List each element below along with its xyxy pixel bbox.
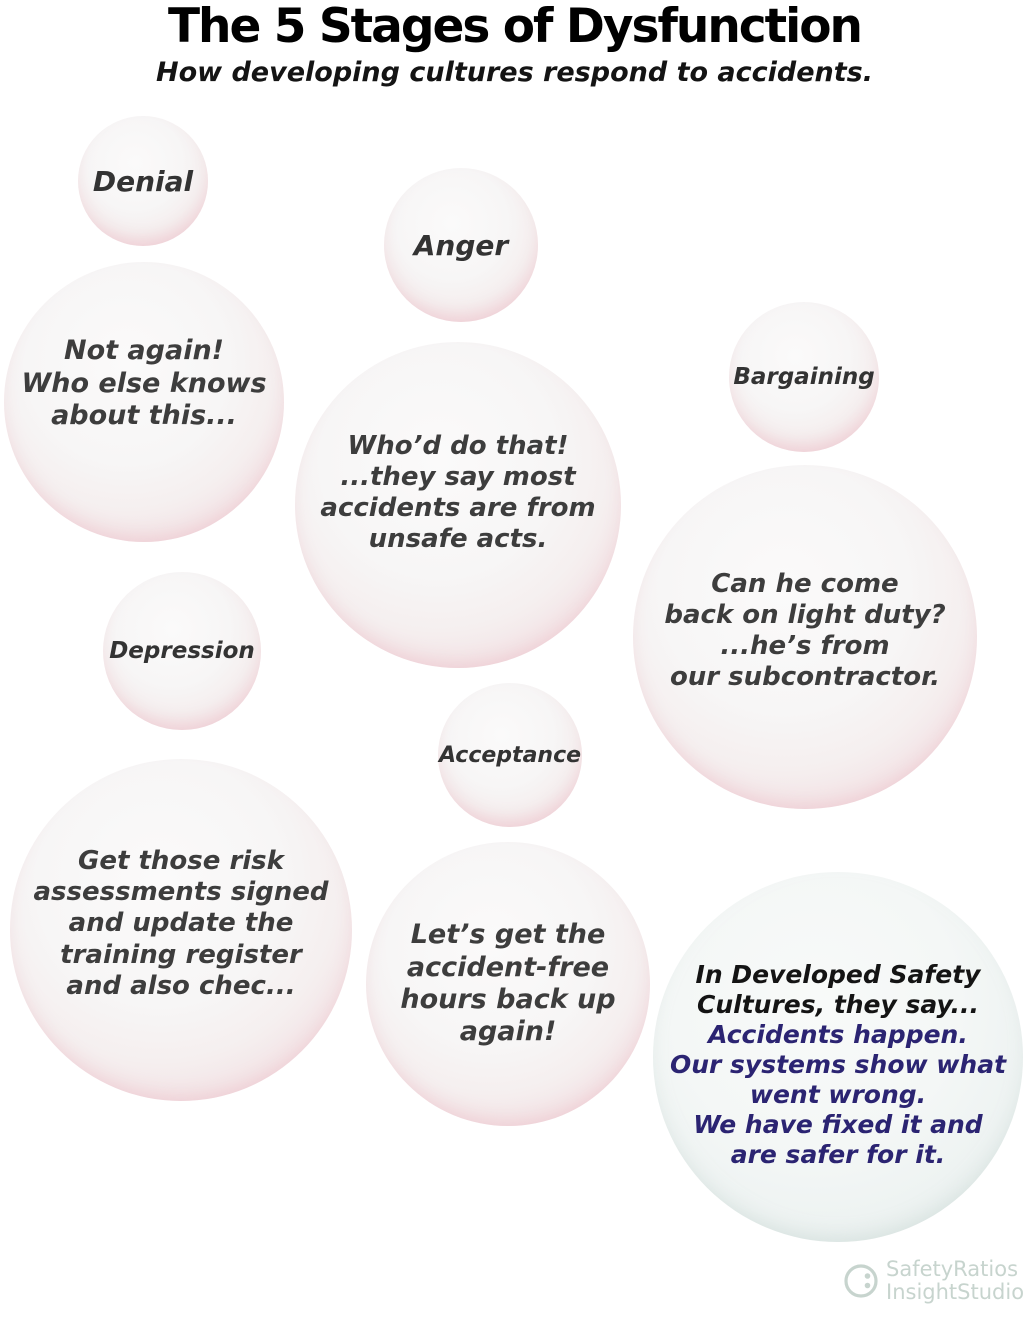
anger-label-bubble: Anger bbox=[384, 168, 538, 322]
depression-label: Depression bbox=[109, 638, 255, 664]
depression-quote-bubble: Get those risk assessments signed and up… bbox=[10, 759, 352, 1101]
developed-culture-text: In Developed Safety Cultures, they say..… bbox=[670, 960, 1006, 1170]
acceptance-label: Acceptance bbox=[438, 742, 582, 768]
developed-culture-message: Accidents happen. Our systems show what … bbox=[669, 1020, 1007, 1169]
watermark-logo: SafetyRatios InsightStudio bbox=[843, 1258, 1024, 1303]
anger-quote-bubble: Who’d do that! ...they say most accident… bbox=[295, 342, 621, 668]
denial-quote: Not again! Who else knows about this... bbox=[21, 335, 267, 432]
acceptance-label-bubble: Acceptance bbox=[438, 683, 582, 827]
denial-label-bubble: Denial bbox=[78, 116, 208, 246]
developed-culture-bubble: In Developed Safety Cultures, they say..… bbox=[653, 872, 1023, 1242]
bargaining-label-bubble: Bargaining bbox=[729, 302, 879, 452]
denial-label: Denial bbox=[92, 164, 194, 198]
watermark-line1: SafetyRatios bbox=[886, 1257, 1019, 1281]
watermark-line2: InsightStudio bbox=[886, 1279, 1025, 1304]
page-subtitle: How developing cultures respond to accid… bbox=[155, 57, 874, 89]
header: The 5 Stages of Dysfunction How developi… bbox=[0, 0, 1029, 89]
anger-quote: Who’d do that! ...they say most accident… bbox=[320, 430, 596, 555]
acceptance-quote-bubble: Let’s get the accident-free hours back u… bbox=[366, 842, 650, 1126]
circle-colon-logo-icon bbox=[843, 1263, 879, 1299]
bargaining-label: Bargaining bbox=[733, 364, 875, 390]
watermark-text: SafetyRatios InsightStudio bbox=[886, 1258, 1024, 1303]
bargaining-quote-bubble: Can he come back on light duty? ...he’s … bbox=[633, 465, 977, 809]
developed-culture-intro: In Developed Safety Cultures, they say..… bbox=[695, 960, 981, 1019]
anger-label: Anger bbox=[413, 228, 509, 262]
bargaining-quote: Can he come back on light duty? ...he’s … bbox=[664, 568, 946, 693]
page-title: The 5 Stages of Dysfunction bbox=[168, 0, 863, 54]
depression-quote: Get those risk assessments signed and up… bbox=[33, 846, 329, 1001]
denial-quote-bubble: Not again! Who else knows about this... bbox=[4, 262, 284, 542]
acceptance-quote: Let’s get the accident-free hours back u… bbox=[400, 919, 616, 1048]
depression-label-bubble: Depression bbox=[103, 572, 261, 730]
